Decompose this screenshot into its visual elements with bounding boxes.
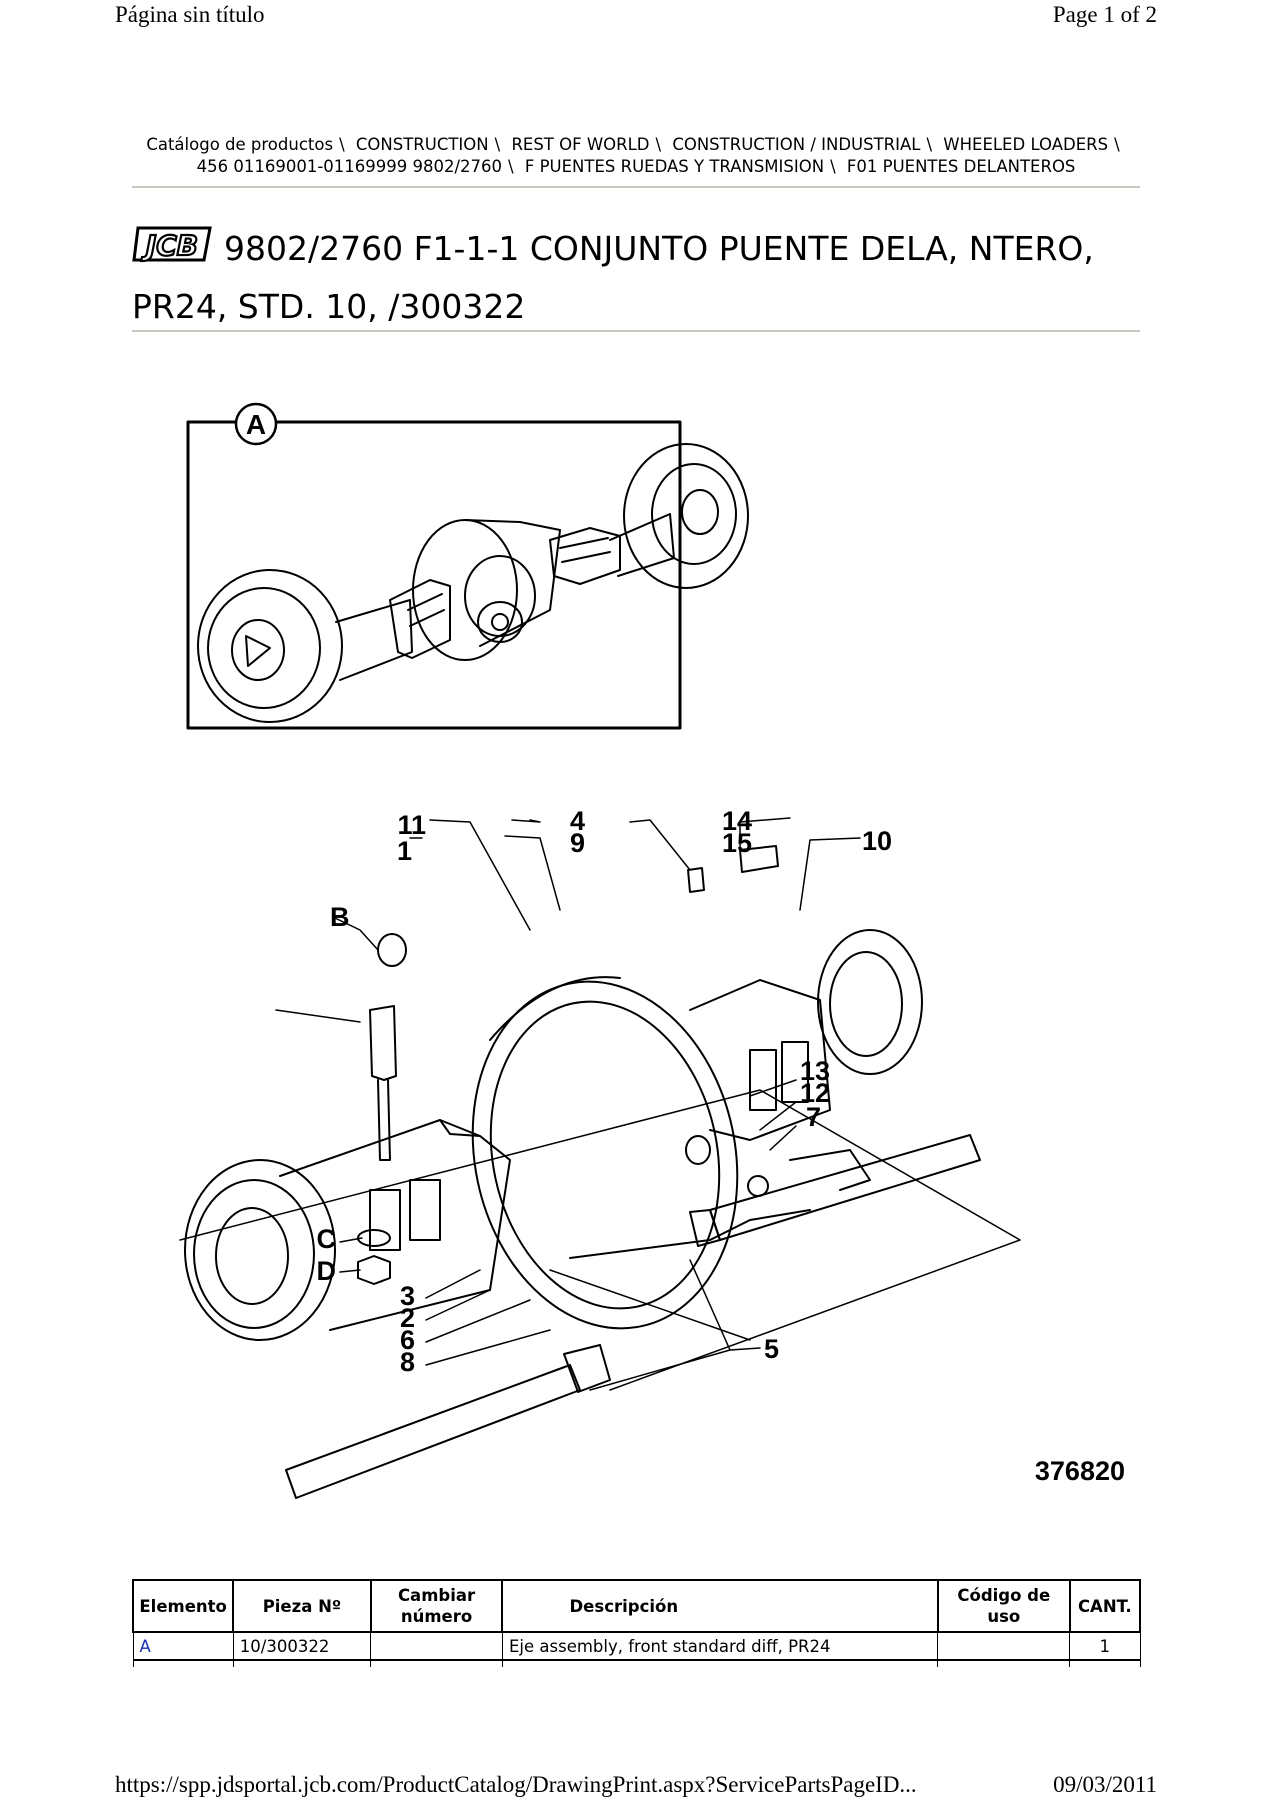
callout-b: B <box>330 902 350 932</box>
callout-7: 7 <box>806 1102 821 1132</box>
table-row-partial <box>132 1660 1141 1667</box>
col-cambiar-line-2: número <box>400 1607 473 1626</box>
callout-14: 14 <box>722 806 752 836</box>
divider <box>132 330 1140 332</box>
callout-10: 10 <box>862 826 892 856</box>
page-title: JCB 9802/2760 F1-1-1 CONJUNTO PUENTE DEL… <box>132 222 1140 333</box>
parts-table: Elemento Pieza Nº Cambiar número Descrip… <box>131 1579 1142 1667</box>
inset-assembly-a <box>186 420 749 730</box>
cell-descripcion: Eje assembly, front standard diff, PR24 <box>501 1632 939 1661</box>
breadcrumb-separator: \ <box>1114 135 1120 154</box>
callout-1: 1 <box>397 836 412 866</box>
col-codigo: Código de uso <box>936 1579 1071 1633</box>
callout-9: 9 <box>570 828 585 858</box>
col-cant: CANT. <box>1068 1579 1142 1633</box>
cell-elemento[interactable]: A <box>132 1632 234 1661</box>
callout-d: D <box>317 1256 337 1286</box>
drawing-number: 376820 <box>1035 1456 1125 1486</box>
print-footer-date: 09/03/2011 <box>1053 1772 1157 1797</box>
cell-cambiar <box>370 1632 503 1661</box>
col-elemento: Elemento <box>131 1579 235 1633</box>
callout-11: 11 <box>397 810 426 840</box>
breadcrumb-item[interactable]: CONSTRUCTION <box>355 135 489 154</box>
col-cambiar: Cambiar número <box>369 1579 504 1633</box>
callout-6: 6 <box>400 1325 415 1355</box>
breadcrumb-separator: \ <box>926 135 933 154</box>
print-header-title: Página sin título <box>115 2 265 27</box>
logo-text: JCB <box>141 229 198 262</box>
callout-5: 5 <box>764 1334 779 1364</box>
callout-4: 4 <box>570 806 585 836</box>
callout-2: 2 <box>400 1303 415 1333</box>
print-header-page: Page 1 of 2 <box>1052 2 1157 27</box>
breadcrumb-separator: \ <box>339 135 345 154</box>
callout-12: 12 <box>800 1078 830 1108</box>
breadcrumb: Catálogo de productos \ CONSTRUCTION \ RES… <box>132 134 1140 178</box>
breadcrumb-separator: \ <box>655 135 662 154</box>
exploded-parts-diagram: A <box>179 402 1125 1499</box>
col-descripcion: Descripción <box>501 1579 939 1633</box>
callout-3: 3 <box>400 1281 415 1311</box>
breadcrumb-item[interactable]: REST OF WORLD <box>511 135 650 154</box>
breadcrumb-item[interactable]: CONSTRUCTION / INDUSTRIAL <box>672 135 921 154</box>
title-line-1: 9802/2760 F1-1-1 CONJUNTO PUENTE DELA, N… <box>224 229 1094 268</box>
breadcrumb-item[interactable]: WHEELED LOADERS <box>943 135 1109 154</box>
col-cambiar-line-1: Cambiar <box>397 1586 476 1605</box>
breadcrumb-separator: \ <box>830 157 836 176</box>
divider <box>132 186 1140 188</box>
callout-c: C <box>317 1224 337 1254</box>
breadcrumb-item[interactable]: F PUENTES RUEDAS Y TRANSMISION <box>524 157 825 176</box>
breadcrumb-item[interactable]: Catálogo de productos <box>146 135 334 154</box>
callout-15: 15 <box>722 828 752 858</box>
breadcrumb-item[interactable]: 456 01169001-01169999 9802/2760 <box>196 157 503 176</box>
inset-callout: A <box>234 402 278 446</box>
col-pieza: Pieza Nº <box>232 1579 372 1633</box>
title-line-2: PR24, STD. 10, /300322 <box>132 287 526 326</box>
jcb-logo: JCB <box>132 222 216 281</box>
svg-text:A: A <box>246 409 266 440</box>
print-footer-url: https://spp.jdsportal.jcb.com/ProductCat… <box>115 1772 917 1797</box>
cell-codigo <box>937 1632 1071 1661</box>
callout-8: 8 <box>400 1347 415 1377</box>
cell-cant: 1 <box>1069 1632 1141 1661</box>
axle-housing-exploded <box>179 817 1021 1499</box>
table-row: A 10/300322 Eje assembly, front standard… <box>132 1632 1141 1661</box>
breadcrumb-separator: \ <box>508 157 514 176</box>
cell-pieza: 10/300322 <box>232 1632 372 1661</box>
breadcrumb-item[interactable]: F01 PUENTES DELANTEROS <box>846 157 1076 176</box>
table-header-row: Elemento Pieza Nº Cambiar número Descrip… <box>131 1579 1142 1633</box>
callout-13: 13 <box>800 1056 830 1086</box>
breadcrumb-separator: \ <box>494 135 501 154</box>
